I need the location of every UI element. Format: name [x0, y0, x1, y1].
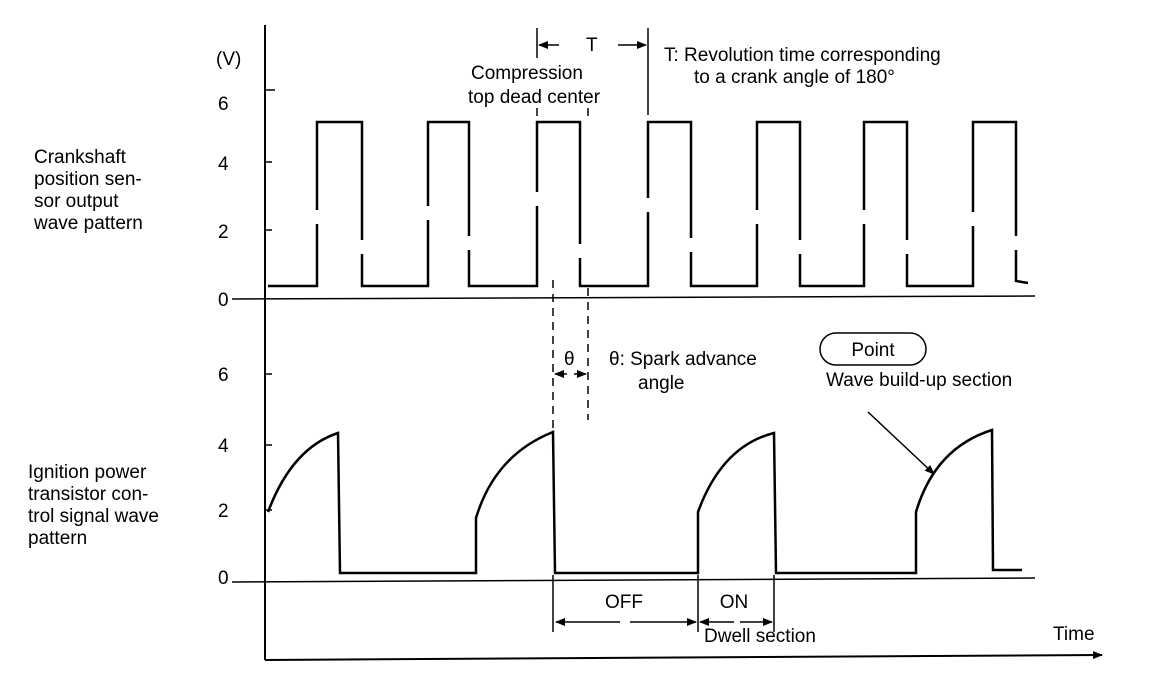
bottom-tick-0: 0: [218, 568, 229, 589]
top-chart-baseline: [231, 295, 1036, 300]
period-definition: T: Revolution time corresponding to a cr…: [664, 45, 946, 88]
period-marker: [536, 28, 649, 115]
top-tick-4: 4: [218, 154, 229, 175]
on-section-label: ON: [720, 592, 749, 613]
top-tick-0: 0: [218, 290, 229, 311]
point-badge: [819, 332, 927, 366]
crankshaft-signal-label: Crankshaft position sen- sor output wave…: [33, 147, 147, 234]
bottom-tick-6: 6: [218, 365, 229, 386]
top-tick-2: 2: [218, 222, 229, 243]
bottom-tick-2: 2: [218, 501, 229, 522]
point-badge-label: Point: [851, 340, 895, 361]
theta-symbol: θ: [564, 349, 575, 370]
time-axis-label: Time: [1053, 624, 1095, 645]
bottom-chart-baseline: [231, 577, 1036, 583]
bottom-tick-4: 4: [218, 436, 229, 457]
ignition-signal-label: Ignition power transistor con- trol sign…: [28, 462, 164, 549]
axis-tick-marks: [265, 89, 275, 511]
spark-advance-markers: [536, 108, 589, 432]
point-callout-arrow: [867, 411, 935, 475]
top-unit-label: (V): [216, 49, 241, 70]
compression-tdc-label: Compression top dead center: [468, 63, 601, 108]
top-tick-6: 6: [218, 94, 229, 115]
period-symbol: T: [586, 35, 598, 56]
wave-buildup-label: Wave build-up section: [826, 370, 1012, 391]
dwell-section-label: Dwell section: [704, 626, 816, 647]
off-on-section-markers: [552, 575, 775, 632]
time-axis: [264, 651, 1103, 661]
crankshaft-square-wave: [268, 120, 1029, 288]
spark-advance-definition: θ: Spark advance angle: [609, 349, 762, 394]
off-section-label: OFF: [605, 592, 643, 613]
